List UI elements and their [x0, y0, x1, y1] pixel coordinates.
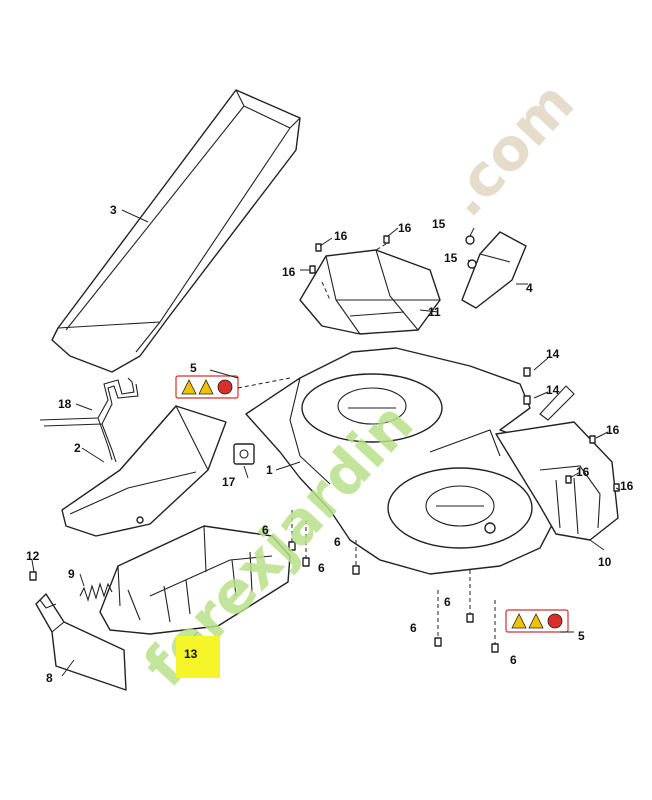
- screw-14b: [523, 395, 531, 405]
- warning-label-5a: [175, 375, 239, 399]
- callout-16b: 16: [282, 265, 296, 279]
- callout-3: 3: [110, 203, 117, 217]
- part-2-bag: [61, 405, 227, 537]
- callout-14a: 14: [546, 347, 560, 361]
- callout-8: 8: [46, 671, 53, 685]
- screw-14a: [523, 367, 531, 377]
- screw-12: [29, 571, 37, 581]
- callout-17: 17: [222, 475, 236, 489]
- callout-18: 18: [58, 397, 72, 411]
- highlight-13: [176, 636, 220, 678]
- warning-triangle-icon: [181, 379, 197, 395]
- callouts: 3 2 18 1 17 5 5 12 9 8 13 11 4 10 14 14 …: [26, 203, 634, 685]
- callout-16c: 16: [398, 221, 412, 235]
- screw-6f: [491, 643, 499, 653]
- callout-15b: 15: [444, 251, 458, 265]
- callout-15a: 15: [432, 217, 446, 231]
- part-8-bracket: [35, 593, 127, 691]
- callout-6c: 6: [334, 535, 341, 549]
- watermark-suffix: .com: [431, 69, 588, 230]
- callout-16d: 16: [606, 423, 620, 437]
- part-14-rod: [539, 385, 575, 421]
- part-4-flap: [461, 231, 527, 309]
- callout-6a: 6: [262, 523, 269, 537]
- screw-16f: [613, 483, 620, 492]
- callout-5a: 5: [190, 361, 197, 375]
- screw-6d: [466, 613, 474, 623]
- callout-1: 1: [266, 463, 273, 477]
- callout-6e: 6: [410, 621, 417, 635]
- callout-5b: 5: [578, 629, 585, 643]
- callout-16a: 16: [334, 229, 348, 243]
- warning-triangle-icon: [511, 613, 527, 629]
- screw-16c: [383, 235, 390, 244]
- callout-13: 13: [184, 647, 198, 661]
- callout-16f: 16: [620, 479, 634, 493]
- part-17-clip: [233, 443, 255, 465]
- warning-triangle-icon: [198, 379, 214, 395]
- screw-6c: [352, 565, 360, 575]
- part-9-spring: [79, 582, 113, 602]
- screw-16a: [315, 243, 322, 252]
- callout-9: 9: [68, 567, 75, 581]
- callout-11: 11: [428, 305, 441, 319]
- callout-6b: 6: [318, 561, 325, 575]
- part-1-deck: [245, 347, 567, 575]
- callout-6f: 6: [510, 653, 517, 667]
- callout-14b: 14: [546, 383, 560, 397]
- callout-6d: 6: [444, 595, 451, 609]
- screws: [29, 235, 620, 653]
- screw-16d: [589, 435, 596, 444]
- part-3-chute: [51, 89, 301, 373]
- callout-2: 2: [74, 441, 81, 455]
- screw-6e: [434, 637, 442, 647]
- part-10-side-discharge: [495, 421, 619, 541]
- part-11-cover: [299, 249, 441, 335]
- callout-16e: 16: [576, 465, 590, 479]
- warning-triangle-icon: [528, 613, 544, 629]
- warning-label-5b: [505, 609, 569, 633]
- prohibition-icon: [217, 379, 233, 395]
- screw-16b: [309, 265, 316, 274]
- leader-lines: [31, 209, 621, 677]
- part-13-guard: [99, 525, 291, 635]
- callout-4: 4: [526, 281, 533, 295]
- callout-12: 12: [26, 549, 40, 563]
- prohibition-icon: [547, 613, 563, 629]
- screw-16e: [565, 475, 572, 484]
- screw-15a: [465, 235, 475, 245]
- callout-10: 10: [598, 555, 612, 569]
- part-18-handle: [39, 377, 139, 463]
